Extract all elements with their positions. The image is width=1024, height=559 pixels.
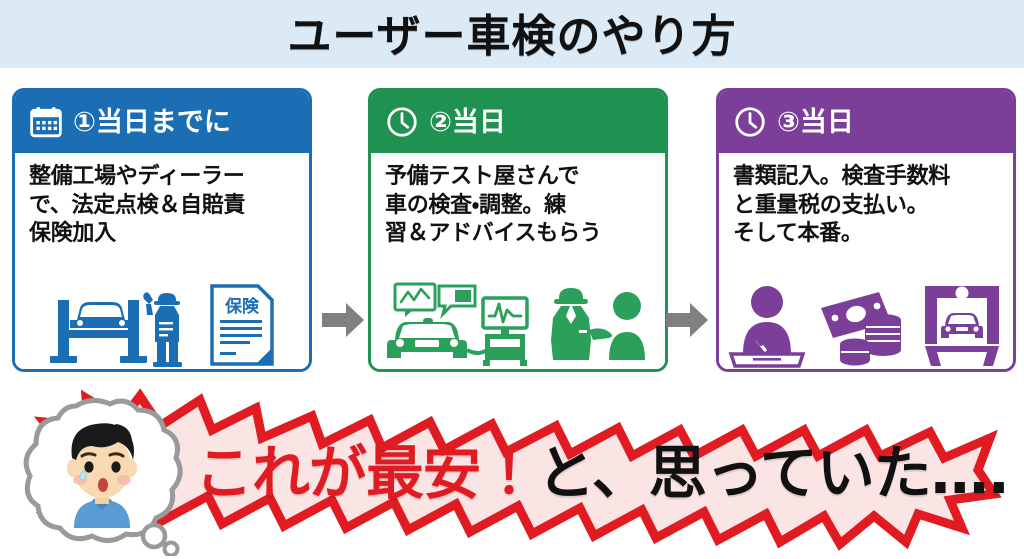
car-diagnostic-icon <box>387 282 529 366</box>
car-on-lift-icon <box>50 292 182 367</box>
step-3-header-label: ③当日 <box>777 106 854 138</box>
step-2-body: 予備テスト屋さんで 車の検査・調整。練 習＆アドバイスもらう <box>371 153 665 369</box>
title-band: ユーザー車検のやり方 <box>0 0 1024 68</box>
conclusion-banner: これが最安！ と、思っていた…. <box>0 382 1024 559</box>
step-2-header: ②当日 <box>371 91 665 153</box>
staff-advising-customer-icon <box>551 288 645 360</box>
money-icon <box>821 292 901 366</box>
step-1-header: ①当日までに <box>15 91 309 153</box>
thought-bubble-surprised-boy-icon <box>23 398 183 556</box>
person-writing-icon <box>728 286 806 368</box>
step-1-body: 整備工場やディーラー で、法定点検＆自賠責 保険加入 <box>15 153 309 369</box>
step-3-header: ③当日 <box>719 91 1013 153</box>
step-card-2: ②当日 予備テスト屋さんで 車の検査・調整。練 習＆アドバイスもらう <box>368 88 668 372</box>
step-3-body: 書類記入。検査手数料 と重量税の支払い。 そして本番。 <box>719 153 1013 369</box>
step-3-body-text: 書類記入。検査手数料 と重量税の支払い。 そして本番。 <box>733 164 951 247</box>
clock-icon <box>387 107 417 137</box>
step-3-artwork <box>719 276 1013 368</box>
step-1-header-label: ①当日までに <box>73 106 231 138</box>
conclusion-text: これが最安！ と、思っていた…. <box>195 422 1010 514</box>
step-card-1: ①当日までに 整備工場やディーラー で、法定点検＆自賠責 保険加入 <box>12 88 312 372</box>
step-card-3: ③当日 書類記入。検査手数料 と重量税の支払い。 そして本番。 <box>716 88 1016 372</box>
clock-icon <box>735 107 765 137</box>
inspection-bay-car-icon <box>925 286 999 366</box>
arrow-step1-to-step2 <box>322 303 364 337</box>
step-2-header-label: ②当日 <box>429 106 506 138</box>
conclusion-text-black: と、思っていた…. <box>537 439 1010 507</box>
starburst-shape <box>26 388 1002 551</box>
arrow-step2-to-step3 <box>666 303 708 337</box>
mechanic-icon <box>143 292 182 367</box>
page-title: ユーザー車検のやり方 <box>287 11 737 62</box>
steps-row: ①当日までに 整備工場やディーラー で、法定点検＆自賠責 保険加入 <box>0 88 1024 376</box>
calendar-icon <box>30 107 62 138</box>
step-1-artwork: 保険 <box>15 276 309 368</box>
insurance-document-icon: 保険 <box>210 284 274 366</box>
step-2-body-text: 予備テスト屋さんで 車の検査・調整。練 習＆アドバイスもらう <box>385 164 602 247</box>
step-2-artwork <box>371 276 665 368</box>
insurance-label: 保険 <box>224 296 260 317</box>
conclusion-text-red: これが最安！ <box>195 439 538 507</box>
step-1-body-text: 整備工場やディーラー で、法定点検＆自賠責 保険加入 <box>29 164 246 247</box>
